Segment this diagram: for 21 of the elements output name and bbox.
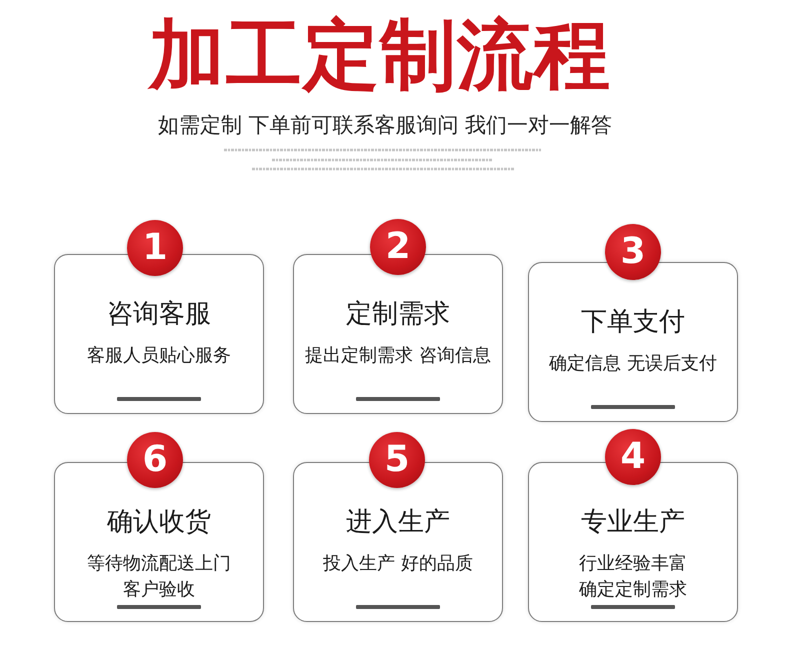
step-number-badge: 6: [127, 432, 183, 488]
step-title: 定制需求: [345, 299, 451, 329]
step-number-badge: 1: [127, 220, 183, 276]
page-title: 加工定制流程: [146, 14, 612, 96]
step-number-badge: 2: [370, 219, 426, 275]
subtitle-text: 如需定制 下单前可联系客服询问 我们一对一解答: [156, 112, 614, 139]
step-title: 进入生产: [345, 507, 451, 537]
step-title: 专业生产: [580, 507, 686, 537]
step-description: 行业经验丰富确定定制需求: [578, 552, 688, 602]
step-number-badge: 5: [369, 432, 425, 488]
step-title: 下单支付: [580, 307, 686, 337]
step-number-badge: 4: [605, 429, 661, 485]
step-description: 等待物流配送上门客户验收: [86, 552, 232, 602]
step-title: 咨询客服: [106, 299, 212, 329]
step-number-badge: 3: [605, 224, 661, 280]
step-description: 投入生产 好的品质: [323, 552, 473, 576]
step-description: 确定信息 无误后支付: [549, 352, 717, 376]
step-description: 客服人员贴心服务: [87, 344, 231, 368]
step-description: 提出定制需求 咨询信息: [305, 344, 491, 368]
step-card: [528, 262, 738, 422]
step-title: 确认收货: [106, 507, 212, 537]
